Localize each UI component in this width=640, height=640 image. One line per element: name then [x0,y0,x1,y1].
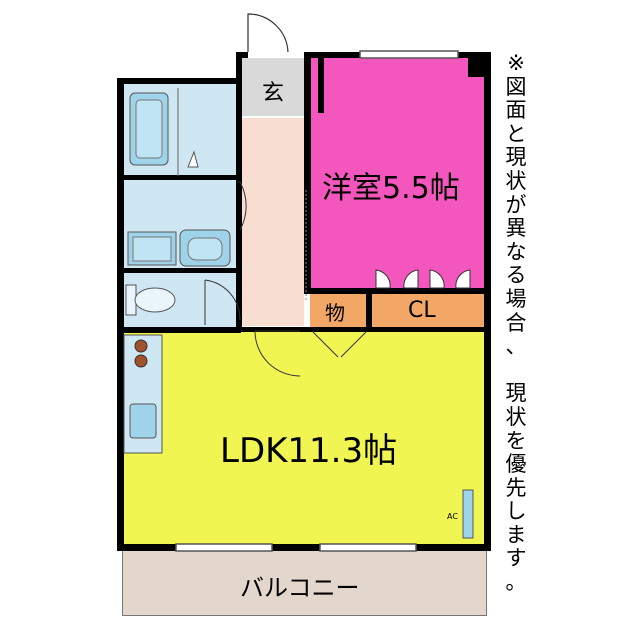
stove-burner-icon [134,339,148,353]
closet-doors-icon [375,269,471,289]
storage-label: 物 [325,301,345,325]
note-text: ※ 図 面 と 現 状 が 異 な る 場 合 、 現 状 を 優 先 し ま … [505,51,527,595]
ldk-room [122,331,487,545]
ldk-door-icon [254,330,301,377]
balcony-label: バルコニー [240,574,360,602]
wash-door-icon [238,181,247,231]
windows [175,50,459,552]
genkan-label: 玄 [262,81,285,106]
toilet-door-icon [204,279,241,325]
ldk-label: LDK11.3帖 [220,431,398,471]
closet-label: CL [408,298,436,323]
entrance [241,58,304,116]
toilet-icon [125,284,176,316]
hallway [241,118,304,326]
storage [310,293,368,331]
western-room [310,58,485,290]
entrance-door-icon [247,13,289,53]
western-room-label: 洋室5.5帖 [322,171,460,206]
closet [372,293,485,331]
storage-door-icon [311,330,368,358]
ac-label: AC [447,512,458,521]
sink-icon [129,403,157,439]
ac-unit-icon [462,489,474,539]
